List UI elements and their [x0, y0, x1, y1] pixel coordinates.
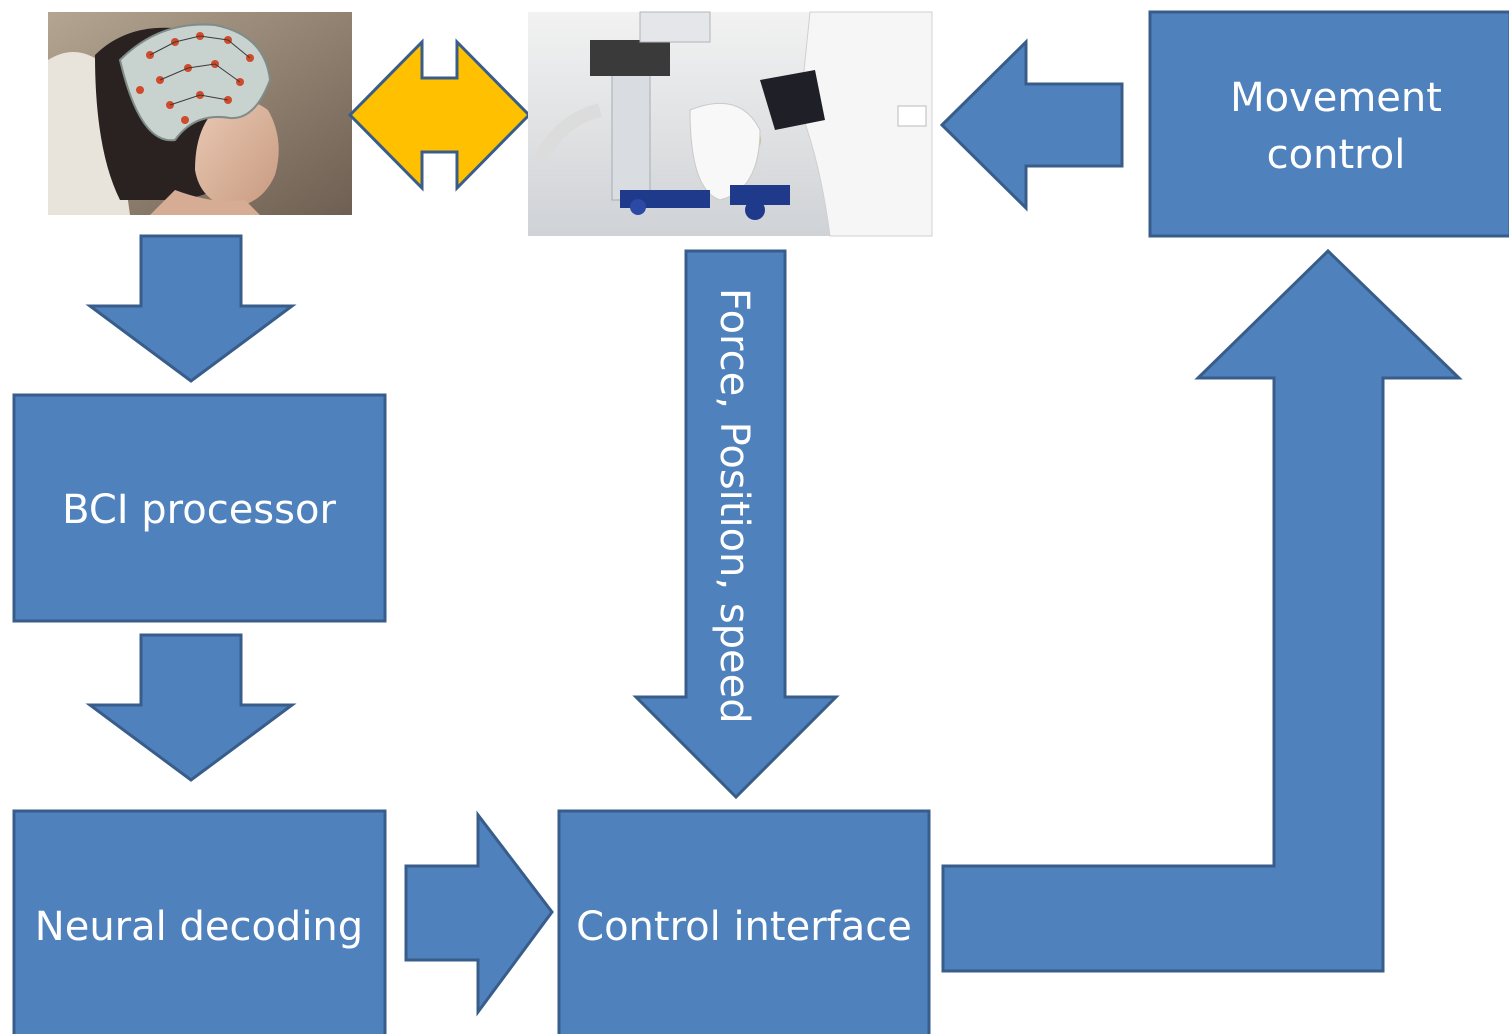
control-interface-box: Control interface — [557, 809, 931, 1034]
neural-decoding-label: Neural decoding — [35, 904, 363, 950]
bidirectional-arrow — [347, 38, 532, 192]
feedback-arrow-label: Force, Position, speed — [711, 288, 757, 724]
eeg-cap-photo — [48, 12, 352, 215]
bci-processor-label: BCI processor — [62, 487, 336, 533]
neural-decoding-box: Neural decoding — [12, 809, 387, 1034]
arrow-left-to-robot — [939, 38, 1124, 212]
movement-control-label-line1: Movement — [1230, 75, 1442, 121]
movement-control-label-line2: control — [1267, 132, 1406, 178]
arrow-down-to-decoding — [85, 633, 297, 782]
arrow-down-to-bci — [85, 234, 297, 383]
bci-processor-box: BCI processor — [12, 393, 387, 623]
movement-control-box: Movement control — [1148, 10, 1509, 238]
rehab-robot-arm-photo — [528, 11, 933, 237]
arrow-right-to-interface — [404, 810, 554, 1017]
bent-arrow-to-movement-control — [941, 248, 1463, 973]
feedback-arrow: Force, Position, speed — [632, 249, 840, 800]
control-interface-label: Control interface — [576, 904, 912, 950]
